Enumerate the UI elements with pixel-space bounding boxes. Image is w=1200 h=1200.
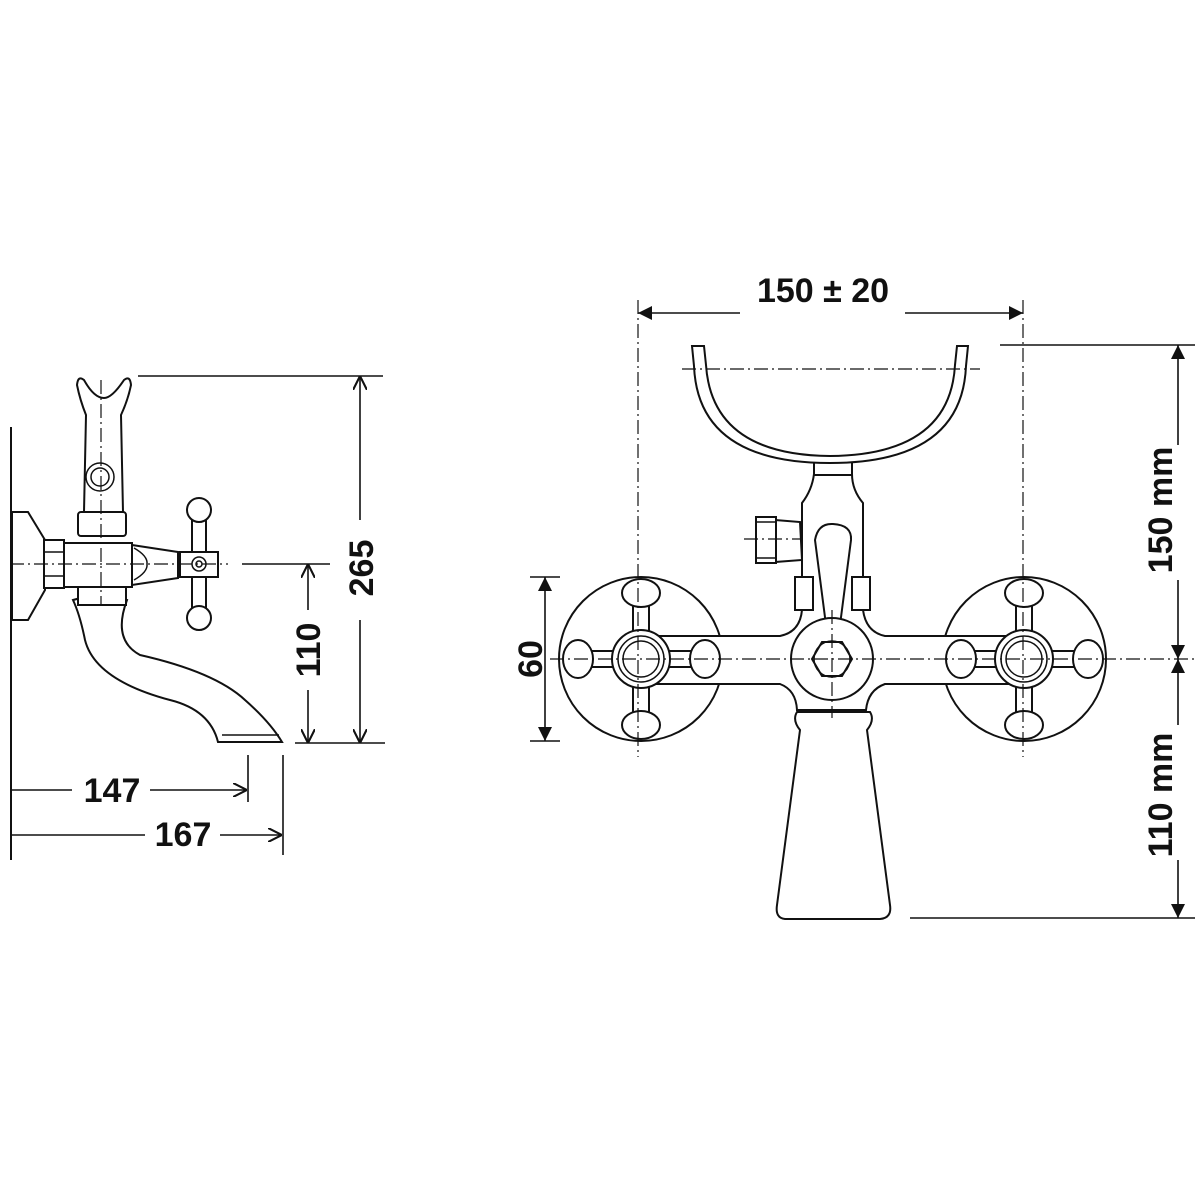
wall-rosette bbox=[11, 511, 46, 621]
dimension-265: 265 bbox=[343, 540, 381, 597]
side-view: 265 110 147 167 bbox=[10, 375, 385, 860]
front-view: 150 ± 20 150 mm 110 mm 60 bbox=[512, 272, 1195, 920]
valve-body bbox=[63, 542, 133, 588]
shower-holder bbox=[75, 377, 133, 513]
dimension-150-pm-20: 150 ± 20 bbox=[757, 272, 889, 310]
spout bbox=[71, 595, 284, 743]
shower-outlet bbox=[755, 516, 804, 564]
dimension-150-mm: 150 mm bbox=[1142, 447, 1180, 574]
dimension-60: 60 bbox=[512, 640, 550, 678]
holder-nut bbox=[77, 511, 127, 537]
dimension-147: 147 bbox=[84, 772, 141, 810]
dimension-110-side: 110 bbox=[290, 623, 328, 678]
diverter-lever bbox=[813, 522, 853, 626]
dimension-110-mm: 110 mm bbox=[1142, 733, 1180, 858]
shower-cradle bbox=[690, 345, 970, 465]
base-column bbox=[775, 711, 892, 920]
dimension-167: 167 bbox=[155, 816, 212, 854]
